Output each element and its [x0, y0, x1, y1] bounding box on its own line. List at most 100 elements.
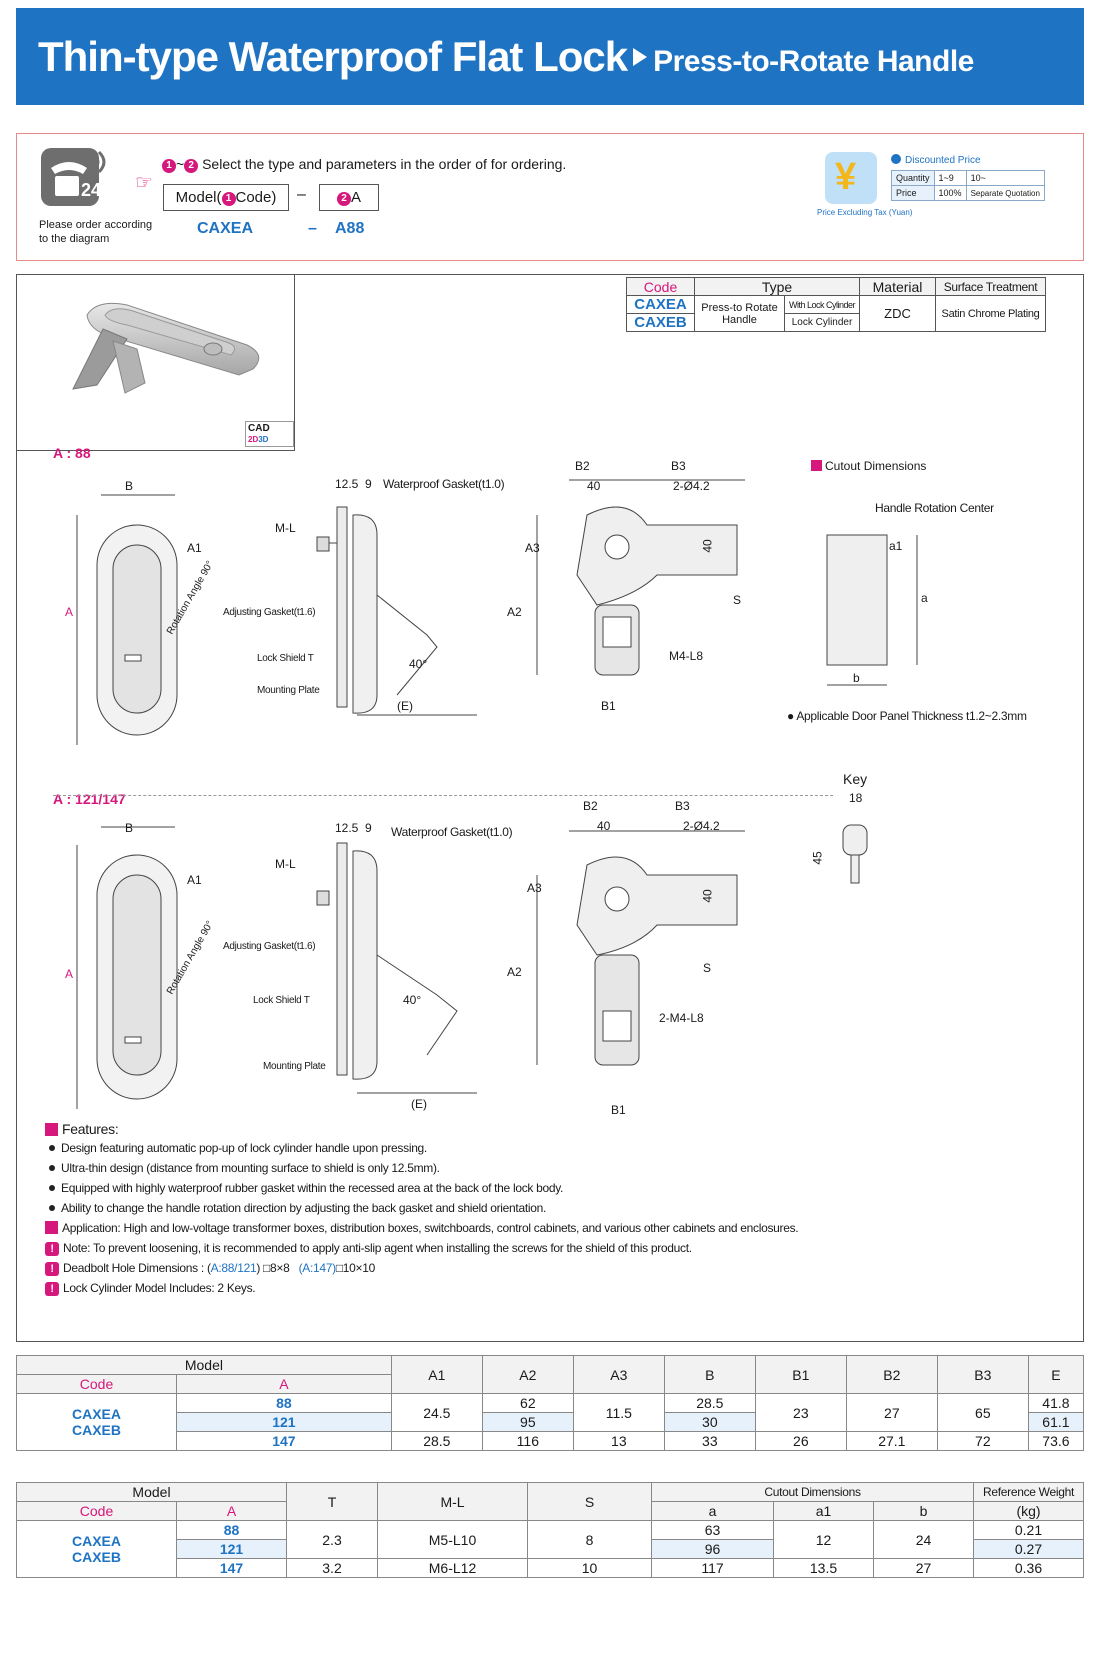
- th-model: Model: [16, 1355, 392, 1375]
- cell-b3: 72: [936, 1431, 1029, 1451]
- cad-badge[interactable]: CAD 2D3D: [245, 421, 294, 447]
- dimension-table: Model A1 A2 A3 B B1 B2 B3 E Code A CAXEA…: [16, 1355, 1085, 1451]
- dim-a1-2: A1: [187, 873, 202, 887]
- gasket-label: Waterproof Gasket(t1.0): [383, 477, 505, 491]
- dim-a2-2: A2: [507, 965, 522, 979]
- order-panel: 24 Please order according to the diagram…: [16, 133, 1084, 261]
- panel-thickness: ● Applicable Door Panel Thickness t1.2~2…: [787, 709, 1027, 723]
- phone-24h-icon: 24: [41, 148, 106, 206]
- dot-icon: [891, 154, 901, 164]
- material-value: ZDC: [859, 295, 937, 332]
- lock-shield-label-2: Lock Shield T: [253, 995, 310, 1006]
- cell-b1: 23: [754, 1393, 847, 1432]
- cell-ml: M5-L10: [377, 1520, 528, 1559]
- cell-a: 147: [176, 1431, 392, 1451]
- dim-s: S: [733, 593, 742, 607]
- price-2: Separate Quotation: [965, 185, 1045, 201]
- dim-b2-2: B2: [583, 799, 598, 813]
- dim-a1: A1: [187, 541, 202, 555]
- cell-cut-b: 24: [873, 1520, 974, 1559]
- model-label: Model(: [175, 189, 222, 206]
- dim-40-vertical: 40: [700, 539, 715, 553]
- subtitle-text: Press-to-Rotate Handle: [653, 45, 974, 78]
- cell-cut-a: 96: [651, 1539, 774, 1559]
- step-1-badge: 1: [221, 192, 236, 206]
- cell-a: 88: [176, 1520, 287, 1540]
- th-weight: Reference Weight: [973, 1482, 1084, 1502]
- application-note: Application: High and low-voltage transf…: [45, 1221, 799, 1235]
- dim-s-2: S: [703, 961, 712, 975]
- cell-a2: 116: [481, 1431, 574, 1451]
- step-2-badge: 2: [336, 192, 351, 206]
- cell-s: 10: [527, 1558, 652, 1578]
- dim-key-45: 45: [810, 851, 825, 865]
- section-divider: [53, 795, 833, 796]
- warning-icon: !: [45, 1242, 59, 1256]
- discount-title: Discounted Price: [891, 154, 981, 166]
- keys-note: !Lock Cylinder Model Includes: 2 Keys.: [45, 1281, 256, 1296]
- order-note: Please order according to the diagram: [39, 219, 153, 245]
- cell-cut-a: 63: [651, 1520, 774, 1540]
- deadbolt-note: !Deadbolt Hole Dimensions : (A:88/121) □…: [45, 1261, 375, 1276]
- feature-item: Ultra-thin design (distance from mountin…: [45, 1161, 440, 1175]
- cell-b1: 26: [754, 1431, 847, 1451]
- bullet-icon: [49, 1145, 55, 1151]
- square-icon: [45, 1221, 58, 1234]
- th-code: Code: [16, 1374, 177, 1394]
- feature-item: Ability to change the handle rotation di…: [45, 1201, 546, 1215]
- dim-a3: A3: [525, 541, 540, 555]
- ml-label-2: M-L: [275, 857, 296, 871]
- spec-table: Model T M-L S Cutout Dimensions Referenc…: [16, 1482, 1084, 1578]
- warning-icon: !: [45, 1262, 59, 1276]
- mounting-plate-label: Mounting Plate: [257, 685, 320, 696]
- select-instruction: 1~2 Select the type and parameters in th…: [162, 156, 566, 173]
- th-t: T: [286, 1482, 378, 1521]
- cell-cut-a1: 13.5: [773, 1558, 874, 1578]
- dim-b: B: [125, 479, 134, 493]
- cell-a: 121: [176, 1412, 392, 1432]
- dim-key-18: 18: [849, 791, 863, 805]
- dim-a: A: [65, 605, 74, 619]
- cell-weight: 0.21: [973, 1520, 1084, 1540]
- bullet-icon: [49, 1185, 55, 1191]
- rotation-center-label: Handle Rotation Center: [875, 501, 994, 515]
- cell-e: 41.8: [1027, 1393, 1085, 1413]
- adjusting-gasket-label-2: Adjusting Gasket(t1.6): [223, 941, 316, 952]
- dim-a2: A2: [507, 605, 522, 619]
- hole-spec-2: 2-Ø4.2: [683, 819, 720, 833]
- section-a88-label: A : 88: [53, 445, 91, 461]
- dim-cutout-a: a: [921, 591, 928, 605]
- pointing-hand-icon: ☞: [135, 172, 153, 194]
- col-material: Material: [859, 277, 937, 296]
- th-cut-a: a: [651, 1501, 774, 1521]
- code-caxeb: CAXEB: [626, 313, 695, 332]
- th-code: Code: [16, 1501, 177, 1521]
- cell-a1: 28.5: [390, 1431, 483, 1451]
- cell-b2: 27: [845, 1393, 938, 1432]
- cell-t: 2.3: [286, 1520, 378, 1559]
- th-weight-unit: (kg): [973, 1501, 1084, 1521]
- price-caption: Price Excluding Tax (Yuan): [817, 208, 913, 217]
- th-b3: B3: [936, 1355, 1029, 1394]
- qty-label: Quantity: [891, 170, 935, 186]
- th-cutout: Cutout Dimensions: [651, 1482, 974, 1502]
- cell-t: 3.2: [286, 1558, 378, 1578]
- product-photo: CAD 2D3D: [17, 275, 295, 451]
- cell-a3: 13: [572, 1431, 665, 1451]
- bullet-icon: [49, 1165, 55, 1171]
- cell-cut-b: 27: [873, 1558, 974, 1578]
- warning-icon: !: [45, 1282, 59, 1296]
- qty-2: 10~: [965, 170, 1045, 186]
- dim-b3: B3: [671, 459, 686, 473]
- th-cut-a1: a1: [773, 1501, 874, 1521]
- price-1: 100%: [933, 185, 967, 201]
- bullet-icon: [49, 1205, 55, 1211]
- th-a1: A1: [390, 1355, 483, 1394]
- th-b: B: [663, 1355, 756, 1394]
- cell-s: 8: [527, 1520, 652, 1559]
- loosening-note: !Note: To prevent loosening, it is recom…: [45, 1241, 692, 1256]
- cell-e: 61.1: [1027, 1412, 1085, 1432]
